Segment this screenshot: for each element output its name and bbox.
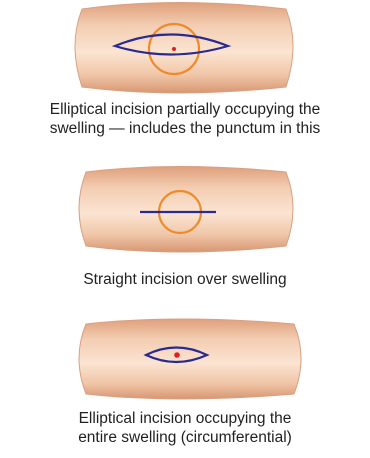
caption-line: entire swelling (circumferential) [0, 428, 370, 447]
caption-line: swelling — includes the punctum in this [0, 119, 370, 138]
panel-straight-incision: Straight incision over swelling [0, 160, 370, 300]
caption: Straight incision over swelling [0, 270, 370, 289]
limb-illustration [0, 0, 370, 100]
caption: Elliptical incision partially occupying … [0, 100, 370, 138]
limb-illustration [0, 160, 370, 260]
punctum-dot [174, 352, 180, 358]
caption-line: Straight incision over swelling [0, 270, 370, 289]
caption-line: Elliptical incision partially occupying … [0, 100, 370, 119]
skin-limb [75, 3, 293, 94]
caption: Elliptical incision occupying the entire… [0, 409, 370, 447]
panel-elliptical-entire: Elliptical incision occupying the entire… [0, 314, 370, 458]
caption-line: Elliptical incision occupying the [0, 409, 370, 428]
panel-elliptical-partial: Elliptical incision partially occupying … [0, 0, 370, 150]
skin-limb [79, 319, 301, 399]
limb-illustration [0, 314, 370, 404]
punctum-dot [172, 47, 176, 51]
skin-limb [79, 167, 293, 253]
